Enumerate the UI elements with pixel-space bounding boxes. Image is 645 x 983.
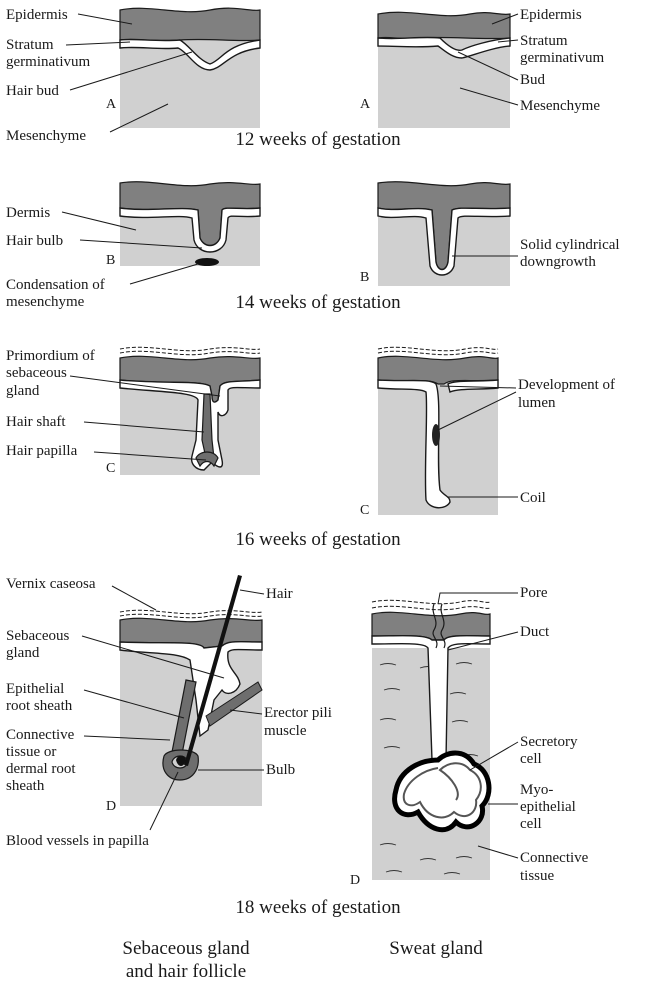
label-epidermis-left: Epidermis bbox=[6, 7, 68, 23]
label-stratum-left: Stratum bbox=[6, 37, 54, 53]
label-bulb: Bulb bbox=[266, 762, 295, 778]
label-mesenchyme-left: Mesenchyme bbox=[6, 128, 86, 144]
panel-16wk-hair: C bbox=[106, 347, 260, 476]
label-sebaceous-2: gland bbox=[6, 645, 40, 661]
label-solid-1: Solid cylindrical bbox=[520, 237, 620, 253]
label-lumen-1: Development of bbox=[518, 377, 615, 393]
panel-18wk-hair: D bbox=[106, 575, 262, 814]
panel-letter-b-right: B bbox=[360, 270, 369, 285]
label-stratum-right: Stratum bbox=[520, 33, 568, 49]
label-erector-2: muscle bbox=[264, 723, 307, 739]
label-connective-tissue-2: tissue bbox=[520, 868, 555, 884]
caption-14-weeks: 14 weeks of gestation bbox=[235, 292, 401, 313]
panel-12wk-hair: A bbox=[106, 8, 260, 128]
label-dermis: Dermis bbox=[6, 205, 50, 221]
label-germinativum-left: germinativum bbox=[6, 54, 90, 70]
label-myo-2: epithelial bbox=[520, 799, 576, 815]
label-duct: Duct bbox=[520, 624, 550, 640]
label-secretory-1: Secretory bbox=[520, 734, 578, 750]
label-hair-bud: Hair bud bbox=[6, 83, 59, 99]
panel-12wk-sweat: A bbox=[360, 12, 510, 128]
label-hair-papilla: Hair papilla bbox=[6, 443, 78, 459]
label-primordium-1: Primordium of bbox=[6, 348, 95, 364]
caption-12-weeks: 12 weeks of gestation bbox=[235, 129, 401, 150]
panel-14wk-hair: B bbox=[106, 182, 260, 268]
panel-letter-a-right: A bbox=[360, 97, 371, 112]
label-pore: Pore bbox=[520, 585, 548, 601]
label-connective-1: Connective bbox=[6, 727, 75, 743]
label-sebaceous-1: Sebaceous bbox=[6, 628, 69, 644]
panel-18wk-sweat: D bbox=[350, 600, 490, 888]
label-condensation-2: mesenchyme bbox=[6, 294, 85, 310]
label-erector-1: Erector pili bbox=[264, 705, 332, 721]
labels-18wk: Vernix caseosa Hair Sebaceous gland Epit… bbox=[6, 576, 589, 884]
labels-12wk: Epidermis Stratum germinativum Hair bud … bbox=[6, 7, 604, 144]
label-epithelial-2: root sheath bbox=[6, 698, 73, 714]
panel-letter-d-left: D bbox=[106, 799, 116, 814]
label-condensation-1: Condensation of bbox=[6, 277, 105, 293]
label-secretory-2: cell bbox=[520, 751, 542, 767]
label-epidermis-right: Epidermis bbox=[520, 7, 582, 23]
label-bud: Bud bbox=[520, 72, 546, 88]
label-connective-4: sheath bbox=[6, 778, 45, 794]
label-primordium-2: sebaceous bbox=[6, 365, 67, 381]
caption-16-weeks: 16 weeks of gestation bbox=[235, 529, 401, 550]
label-vernix: Vernix caseosa bbox=[6, 576, 96, 592]
footer-right: Sweat gland bbox=[389, 938, 483, 959]
label-mesenchyme-right: Mesenchyme bbox=[520, 98, 600, 114]
panel-letter-c-right: C bbox=[360, 503, 369, 518]
caption-18-weeks: 18 weeks of gestation bbox=[235, 897, 401, 918]
label-connective-3: dermal root bbox=[6, 761, 76, 777]
label-myo-3: cell bbox=[520, 816, 542, 832]
label-solid-2: downgrowth bbox=[520, 254, 596, 270]
label-hair: Hair bbox=[266, 586, 293, 602]
label-hair-shaft: Hair shaft bbox=[6, 414, 66, 430]
panel-letter-b-left: B bbox=[106, 253, 115, 268]
footer-left-line1: Sebaceous gland bbox=[122, 938, 250, 959]
label-coil: Coil bbox=[520, 490, 546, 506]
panel-16wk-sweat: C bbox=[360, 347, 498, 518]
label-myo-1: Myo- bbox=[520, 782, 553, 798]
panel-letter-a-left: A bbox=[106, 97, 117, 112]
label-germinativum-right: germinativum bbox=[520, 50, 604, 66]
panel-14wk-sweat: B bbox=[360, 182, 510, 286]
label-primordium-3: gland bbox=[6, 383, 40, 399]
label-epithelial-1: Epithelial bbox=[6, 681, 64, 697]
label-hair-bulb: Hair bulb bbox=[6, 233, 63, 249]
footer-left-line2: and hair follicle bbox=[126, 961, 246, 982]
labels-16wk: Primordium of sebaceous gland Hair shaft… bbox=[6, 348, 615, 506]
label-blood-vessels: Blood vessels in papilla bbox=[6, 833, 149, 849]
panel-letter-d-right: D bbox=[350, 873, 360, 888]
label-lumen-2: lumen bbox=[518, 395, 556, 411]
label-connective-tissue-1: Connective bbox=[520, 850, 589, 866]
panel-letter-c-left: C bbox=[106, 461, 115, 476]
label-connective-2: tissue or bbox=[6, 744, 56, 760]
